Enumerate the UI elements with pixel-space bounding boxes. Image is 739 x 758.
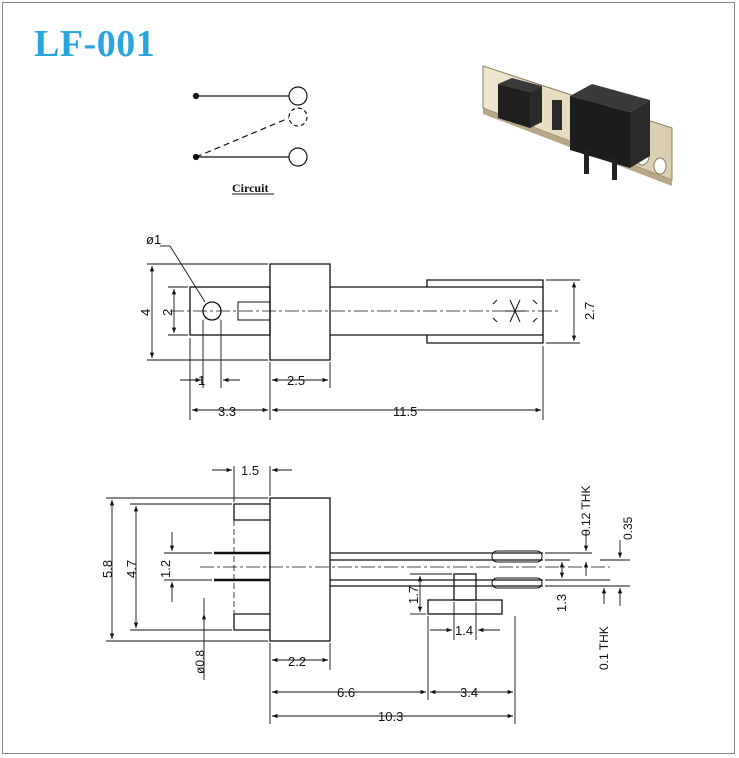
dim-hole-width: 1 [198, 373, 205, 388]
dim-height-4: 4 [138, 309, 153, 316]
dim-block-height: 1.7 [406, 586, 421, 604]
dim-block-offset: 3.4 [460, 685, 478, 700]
dim-pin-spacing: 1.2 [158, 560, 173, 578]
dim-block-width: 1.4 [455, 623, 473, 638]
dim-total-height: 5.8 [100, 560, 115, 578]
top-view-outline [170, 263, 560, 361]
circuit-diagram [192, 86, 308, 167]
dim-top-width: 1.5 [241, 463, 259, 478]
dim-upper-thickness: 0.12 THK [579, 486, 593, 536]
dim-hole-height: 2 [160, 309, 175, 316]
dim-gap: 0.35 [621, 516, 635, 540]
circuit-label: Circuit [232, 181, 268, 195]
dim-right-section: 11.5 [393, 404, 417, 419]
dim-side-body-width: 2.2 [288, 654, 306, 669]
product-photo [482, 65, 673, 186]
side-view-outline [200, 497, 610, 642]
dim-inner-height: 4.7 [124, 560, 139, 578]
spring-contact-symbol [492, 299, 538, 323]
circuit-contact-bottom [288, 147, 308, 167]
dim-tip-height: 2.7 [582, 302, 597, 320]
dim-hole-diameter: ø1 [146, 232, 161, 247]
dim-contact-gap: 1.3 [554, 594, 569, 612]
dim-total-length: 10.3 [378, 709, 403, 724]
circuit-contact-top [288, 86, 308, 106]
dim-lower-thickness: 0.1 THK [597, 626, 611, 670]
dim-body-width: 2.5 [287, 373, 305, 388]
circuit-switch-arm [195, 117, 290, 158]
circuit-contact-mid [288, 107, 308, 127]
page-title: LF-001 [34, 23, 156, 65]
dim-left-section: 3.3 [218, 404, 236, 419]
dim-contact-offset: 6.6 [337, 685, 355, 700]
dim-pin-diameter: ø0.8 [193, 650, 207, 674]
